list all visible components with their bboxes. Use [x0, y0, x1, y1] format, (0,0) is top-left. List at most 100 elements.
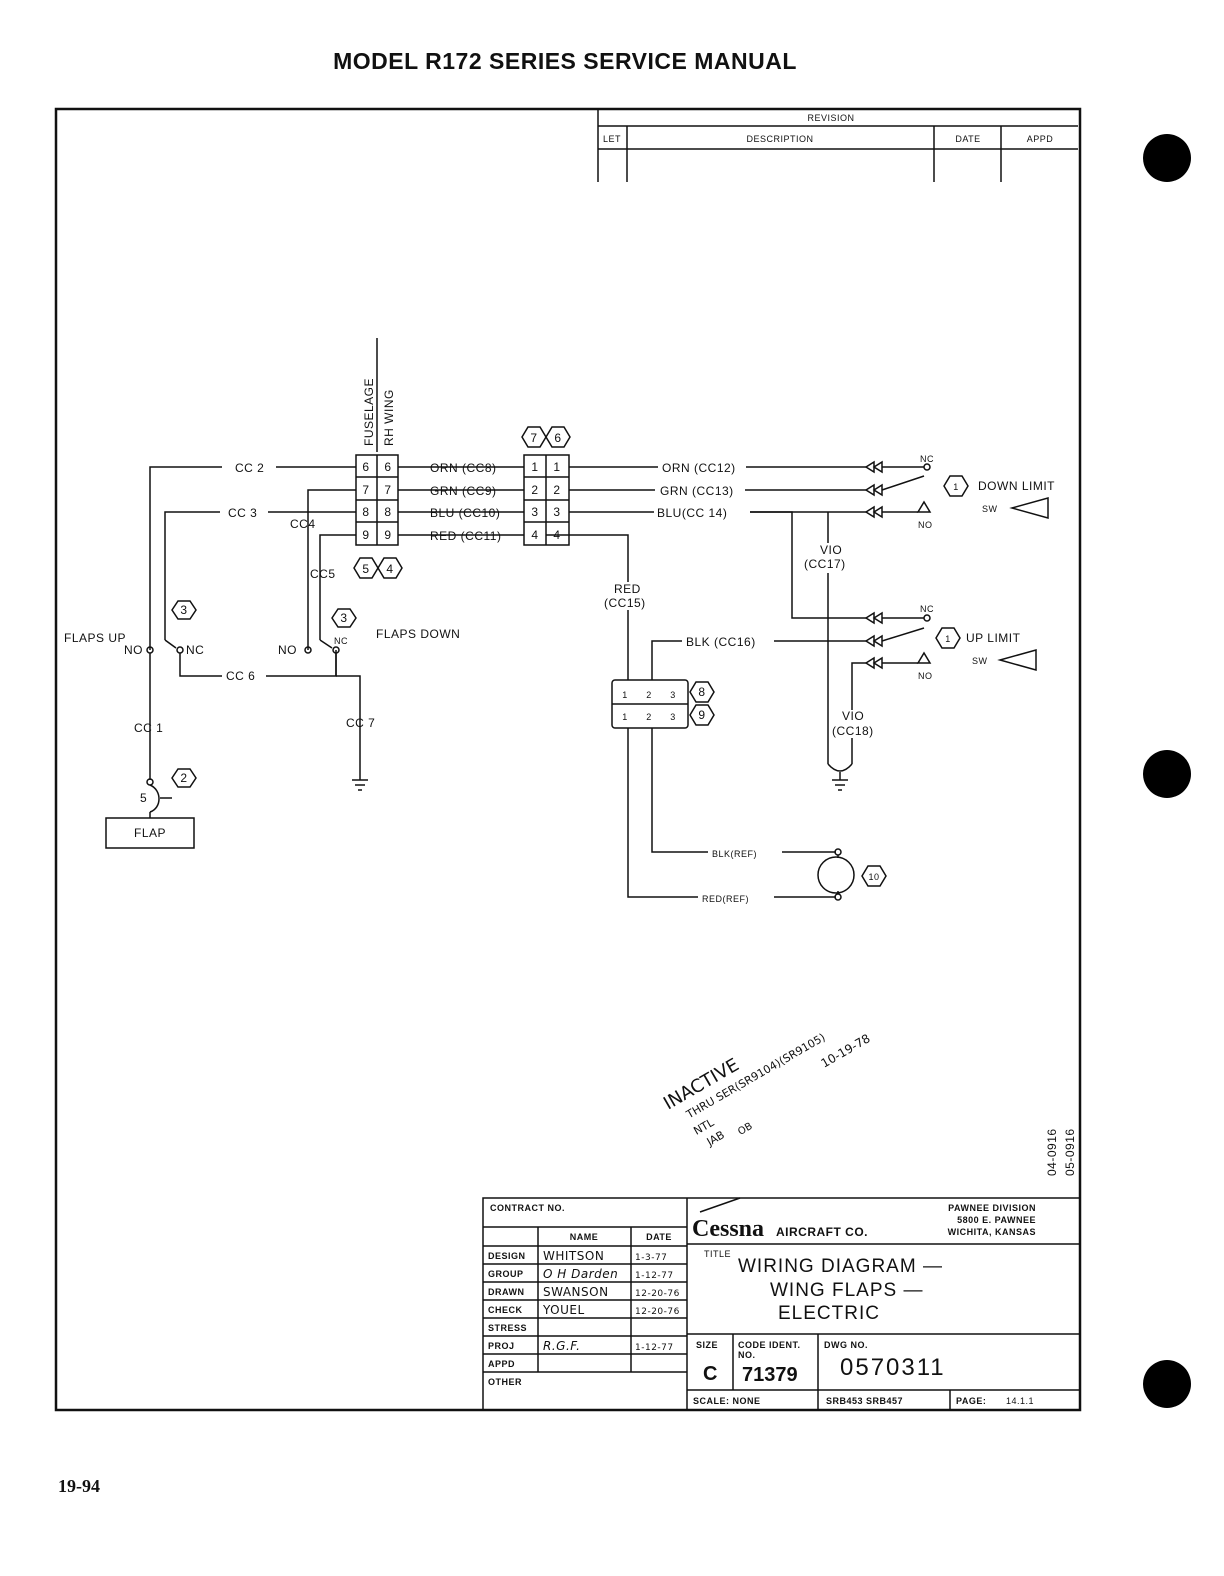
pin-label: 7: [362, 483, 369, 497]
callout-5-4: 5 4: [353, 557, 403, 579]
ground-symbol: [352, 779, 368, 791]
svg-text:3: 3: [553, 505, 560, 519]
svg-text:12-20-76: 12-20-76: [635, 1289, 680, 1299]
svg-text:NO: NO: [278, 643, 297, 657]
revision-title: REVISION: [807, 113, 854, 123]
svg-text:3: 3: [531, 505, 538, 519]
revision-block: REVISION LET DESCRIPTION DATE APPD: [597, 109, 1078, 182]
punch-hole: [1143, 134, 1191, 182]
manual-header: MODEL R172 SERIES SERVICE MANUAL: [333, 48, 797, 74]
svg-text:3: 3: [670, 690, 676, 700]
wire-cc18: (CC18): [832, 724, 874, 738]
svg-text:9: 9: [698, 708, 705, 722]
company-name: AIRCRAFT CO.: [776, 1225, 868, 1239]
dwg-no: 0570311: [840, 1354, 946, 1381]
svg-text:4: 4: [531, 528, 538, 542]
svg-text:SCALE: NONE: SCALE: NONE: [693, 1396, 761, 1406]
wire-red-ref: RED(REF): [702, 894, 749, 904]
title-line-3: ELECTRIC: [778, 1303, 880, 1324]
revision-date: DATE: [955, 134, 980, 144]
wire-blk-ref: BLK(REF): [712, 849, 757, 859]
rh-wing-label: RH WING: [382, 389, 396, 446]
svg-text:DWG NO.: DWG NO.: [824, 1340, 868, 1350]
wire-vio-1: VIO: [820, 543, 842, 557]
svg-text:CODE IDENT.: CODE IDENT.: [738, 1340, 801, 1350]
pin-label: 6: [362, 460, 369, 474]
connector-fuselage-wing: 6 6 7 7 8 8 9 9: [355, 454, 399, 546]
wire-grn-cc13: GRN (CC13): [660, 484, 734, 498]
svg-text:12-20-76: 12-20-76: [635, 1307, 680, 1317]
title-line-2: WING FLAPS —: [770, 1280, 923, 1301]
svg-text:NC: NC: [920, 454, 934, 464]
svg-text:SWANSON: SWANSON: [543, 1285, 609, 1299]
svg-text:TITLE: TITLE: [704, 1249, 731, 1259]
svg-text:PAWNEE DIVISION: PAWNEE DIVISION: [948, 1203, 1036, 1213]
svg-text:SRB453 SRB457: SRB453 SRB457: [826, 1396, 903, 1406]
code-ident: 71379: [742, 1364, 798, 1386]
wire-blu-cc14: BLU(CC 14): [657, 506, 727, 520]
pin-label: 7: [384, 483, 391, 497]
pin-label: 8: [362, 505, 369, 519]
svg-text:YOUEL: YOUEL: [542, 1303, 585, 1317]
flap-motor-connector: 2 5 FLAP: [105, 768, 197, 849]
side-code-2: 05-0916: [1063, 1128, 1077, 1176]
svg-text:1-3-77: 1-3-77: [635, 1253, 667, 1263]
svg-text:1-12-77: 1-12-77: [635, 1271, 674, 1281]
svg-text:PROJ: PROJ: [488, 1341, 515, 1351]
svg-text:1: 1: [945, 634, 951, 644]
down-limit-switch: NC NO 1 DOWN LIMIT SW: [864, 454, 1055, 530]
svg-text:2: 2: [180, 771, 187, 785]
wire-red: RED: [614, 582, 641, 596]
pin-label: 6: [384, 460, 391, 474]
svg-text:DRAWN: DRAWN: [488, 1287, 525, 1297]
svg-text:NO.: NO.: [738, 1350, 756, 1360]
svg-text:STRESS: STRESS: [488, 1323, 527, 1333]
svg-text:GROUP: GROUP: [488, 1269, 524, 1279]
cessna-logo: Cessna: [692, 1216, 764, 1242]
wire-grn-cc9: GRN (CC9): [430, 484, 497, 498]
svg-text:8: 8: [698, 685, 705, 699]
wire-blk-cc16: BLK (CC16): [686, 635, 756, 649]
revision-description: DESCRIPTION: [746, 134, 813, 144]
callout-7-6: 7 6: [521, 426, 571, 448]
svg-text:DATE: DATE: [646, 1232, 672, 1242]
svg-text:WHITSON: WHITSON: [543, 1249, 604, 1263]
flap-label: FLAP: [134, 826, 166, 840]
wire-cc7: CC 7: [346, 716, 375, 730]
svg-text:DESIGN: DESIGN: [488, 1251, 526, 1261]
ground-symbol-2: [827, 763, 853, 791]
wire-vio-2: VIO: [842, 709, 864, 723]
punch-hole: [1143, 1360, 1191, 1408]
svg-text:7: 7: [530, 431, 537, 445]
svg-text:5: 5: [140, 791, 147, 805]
svg-text:SW: SW: [982, 504, 998, 514]
revision-let: LET: [603, 134, 621, 144]
title-block: CONTRACT NO. NAME DATE DESIGN WHITSON 1-…: [482, 1197, 1081, 1411]
svg-text:NO: NO: [918, 520, 933, 530]
fuselage-label: FUSELAGE: [362, 378, 376, 446]
svg-text:3: 3: [670, 712, 676, 722]
flaps-down-switch: 3 FLAPS DOWN NO NC: [278, 608, 460, 657]
svg-text:O H Darden: O H Darden: [543, 1267, 618, 1281]
svg-text:NC: NC: [334, 636, 348, 646]
wire-cc17: (CC17): [804, 557, 846, 571]
motor-plug: 1 2 3 1 2 3 8 9: [611, 679, 715, 729]
flaps-down-label: FLAPS DOWN: [376, 627, 460, 641]
svg-text:APPD: APPD: [488, 1359, 515, 1369]
flaps-up-label-1: FLAPS UP: [64, 631, 126, 645]
svg-text:5: 5: [362, 562, 369, 576]
nc-label: NC: [186, 643, 204, 657]
wire-orn-cc8: ORN (CC8): [430, 461, 497, 475]
svg-text:2: 2: [531, 483, 538, 497]
pin-label: 8: [384, 505, 391, 519]
svg-text:NC: NC: [920, 604, 934, 614]
wire-cc6: CC 6: [226, 669, 255, 683]
up-limit-label: UP LIMIT: [966, 631, 1021, 645]
svg-text:2: 2: [646, 712, 652, 722]
svg-text:1: 1: [553, 460, 560, 474]
svg-text:2: 2: [646, 690, 652, 700]
drawing-border: [54, 107, 1082, 1412]
svg-text:3: 3: [180, 603, 187, 617]
svg-text:NAME: NAME: [570, 1232, 599, 1242]
